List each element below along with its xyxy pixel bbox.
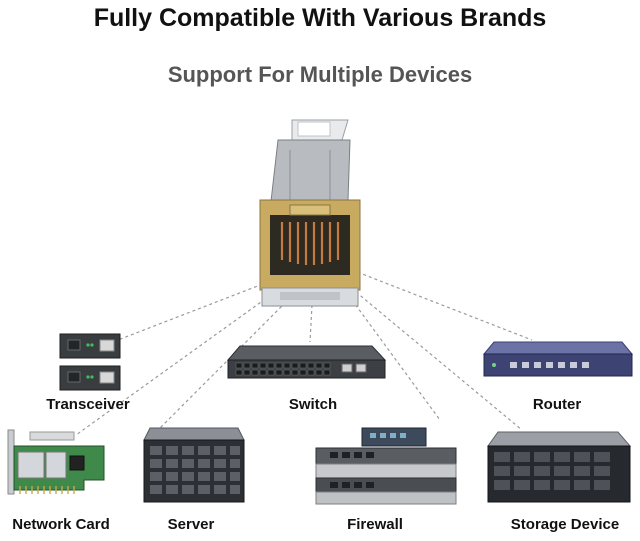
device-label-transceiver: Transceiver bbox=[46, 396, 130, 413]
network-card-icon bbox=[7, 429, 105, 495]
server-icon bbox=[143, 427, 245, 503]
storage-device-icon bbox=[487, 431, 632, 503]
device-label-router: Router bbox=[532, 396, 582, 413]
router-icon bbox=[482, 341, 634, 377]
network-switch-icon bbox=[226, 345, 387, 379]
device-label-server: Server bbox=[167, 516, 215, 533]
device-label-storage-device: Storage Device bbox=[510, 516, 620, 533]
page-title: Fully Compatible With Various Brands bbox=[93, 4, 547, 32]
firewall-icon bbox=[315, 427, 457, 505]
sfp-copper-module-icon bbox=[259, 119, 361, 307]
page-subtitle: Support For Multiple Devices bbox=[167, 62, 473, 87]
media-converter-icon bbox=[59, 333, 121, 391]
device-label-switch: Switch bbox=[288, 396, 338, 413]
device-label-firewall: Firewall bbox=[347, 516, 403, 533]
connection-lines bbox=[75, 269, 533, 436]
device-label-network-card: Network Card bbox=[12, 516, 110, 533]
